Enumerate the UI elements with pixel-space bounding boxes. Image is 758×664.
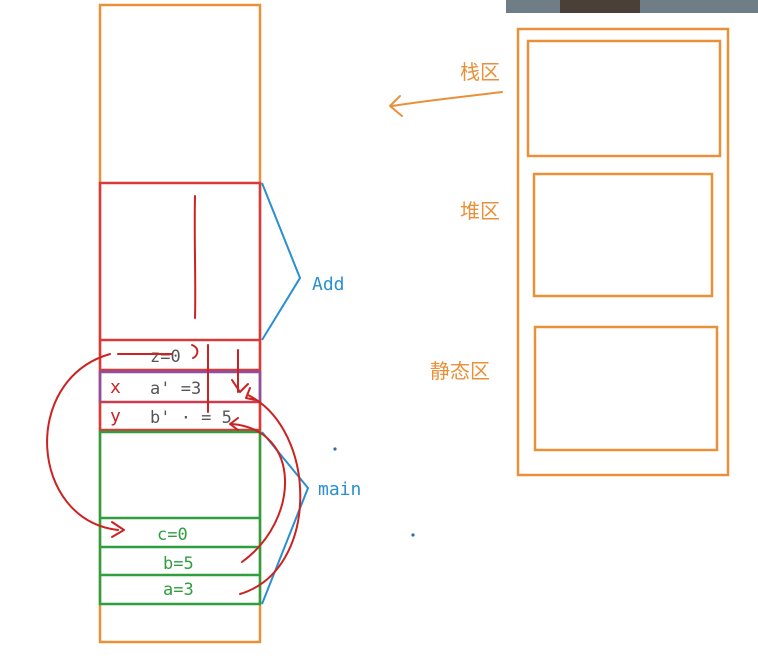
var-b-cell: b=5 (163, 554, 194, 574)
var-a-prime-cell: a' =3 (150, 379, 201, 399)
annotation-z-tick (191, 344, 199, 359)
annotation-vertical-stroke (193, 195, 197, 319)
annotation-arrow-z-to-c-head (111, 521, 125, 538)
handwritten-annotations (46, 195, 302, 595)
add-frame (98, 181, 262, 432)
annotation-arrow-z-to-c (46, 353, 119, 531)
var-b-prime-cell: b' · = 5 (150, 408, 232, 428)
stray-dot (333, 447, 337, 451)
webcam-thumbnail-shade (560, 0, 640, 13)
heap-area-box (532, 172, 714, 298)
stack-area-box (526, 39, 722, 158)
main-frame-label: main (318, 479, 361, 500)
annotation-arrow-b (231, 423, 286, 563)
pointer-arrow (391, 91, 503, 107)
stack-area-label: 栈区 (460, 60, 500, 84)
annotation-x-mark: x (110, 377, 121, 398)
add-brace (261, 182, 302, 341)
heap-area-label: 堆区 (460, 199, 500, 223)
annotation-arrow-a-head (245, 387, 257, 401)
annotation-arrow-a (239, 394, 302, 595)
annotation-arrow-head-up (231, 379, 249, 393)
static-area-box (533, 325, 719, 452)
pointer-arrow-head (389, 95, 403, 117)
var-a-cell: a=3 (163, 580, 194, 600)
add-frame-label: Add (312, 274, 345, 295)
annotation-arrow-b-head (229, 417, 239, 431)
memory-layout-panel (516, 27, 730, 477)
static-area-label: 静态区 (430, 359, 490, 383)
stray-dot (411, 533, 415, 537)
annotation-y-mark: y (110, 406, 121, 427)
var-z-cell: z=0 (150, 347, 181, 367)
var-c-cell: c=0 (157, 525, 188, 545)
